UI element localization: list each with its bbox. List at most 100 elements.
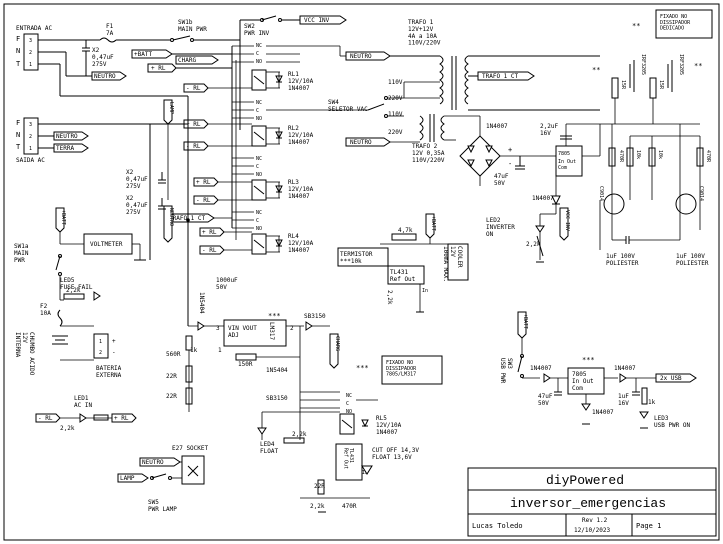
battery-ext-pin2: 2: [99, 350, 102, 356]
rl2-c: C: [256, 108, 259, 114]
osc-r3: [648, 147, 656, 167]
float-r22k: 2,2k: [310, 503, 325, 510]
osc-r1-label: 470R: [618, 150, 624, 163]
usb-d2-label: 1N4007: [614, 365, 636, 372]
usb-out-label: 2x USB: [660, 375, 682, 382]
rl-pos-label-4: + RL: [202, 229, 217, 236]
led1-rl-neg-label: - RL: [38, 415, 53, 422]
rl5-no: NO: [346, 409, 352, 415]
title-block: diyPowered inversor_emergencias Lucas To…: [467, 467, 717, 537]
ac-output-header: SAIDA AC: [16, 157, 45, 164]
heatsink-note2-stars: ***: [356, 364, 369, 372]
rl3-spec: 12V/10A: [288, 186, 314, 193]
rl4-no: NO: [256, 226, 262, 232]
sheet-border: [3, 3, 720, 541]
diode-1n4007-a: 1N4007: [532, 195, 554, 202]
trafo2-220v: 220V: [388, 129, 403, 136]
relay-rl2: NC C NO RL2 12V/10A 1N4007: [232, 100, 314, 147]
rl-neg-tag-2: [183, 141, 209, 151]
osc-q2-label: C9014: [698, 186, 704, 201]
socket-lamp-tag: [117, 473, 149, 483]
trafo1-110v: 110V: [388, 79, 403, 86]
battery-ext-plus: +: [112, 338, 116, 345]
rl-neg-label-3: - RL: [196, 197, 211, 204]
usb-r-label: 1k: [648, 399, 656, 406]
rl1-c: C: [256, 51, 259, 57]
net-charg-label-1: CHARG: [178, 57, 196, 64]
battery-ext-minus: -: [112, 349, 116, 356]
rl-neg-tag-3: [193, 195, 219, 205]
relay-rl3: NC C NO RL3 12V/10A 1N4007: [232, 156, 314, 201]
bridge-minus: -: [508, 160, 512, 168]
osc-r3-label: 10k: [657, 150, 663, 159]
net-charg-tag-1: [175, 55, 219, 65]
led1-rl-pos-tag: [111, 413, 137, 423]
rl-neg-label-4: - RL: [202, 247, 217, 254]
rl-pos-tag-2: [183, 119, 209, 129]
batt-tag-voltmeter: [55, 207, 65, 233]
rl-pos-tag-4: [199, 227, 225, 237]
float-r22: 22R: [314, 483, 325, 490]
usb-d1-label: 1N4007: [530, 365, 552, 372]
relay-rl5: RL5 12V/10A 1N4007: [339, 413, 402, 436]
lm317-radj: 1k: [190, 347, 198, 354]
ac-out-terra-label: TERRA: [56, 145, 74, 152]
trafo1-neutro-label: NEUTRO: [350, 53, 372, 60]
rl-neg-tag-1: [183, 83, 209, 93]
osc-r4-label: 470R: [705, 150, 711, 163]
title-revision: Rev 1.2: [582, 517, 608, 524]
rl-neg-label-1: - RL: [186, 85, 201, 92]
voltmeter-label: VOLTMETER: [90, 241, 123, 248]
net-batt-label-1: +BATT: [134, 51, 152, 58]
ac-in-pin3: 3: [29, 38, 32, 44]
lm317-name: LM317: [268, 322, 275, 340]
batt-tag-usb-label: +BATT: [522, 314, 528, 329]
lm317-1n5404-a: 1N5404: [198, 292, 205, 314]
vcc-inv-tag-vertical: [559, 207, 569, 241]
title-date: 12/10/2023: [574, 527, 611, 534]
net-rl-pos-tag-1: [147, 63, 177, 73]
thermistor-label: TERMISTOR***10k: [340, 251, 373, 265]
rl-neg-tag-4: [199, 245, 225, 255]
r-2k2-thermistor-label: 2,2k: [386, 290, 393, 305]
lm317-r150: 150R: [238, 361, 253, 368]
trafo2-neutro-tag: [345, 137, 391, 147]
fuse-f1: [99, 37, 117, 43]
vcc-inv-vertical-label: VCC INV: [564, 210, 570, 231]
rl1-no: NO: [256, 59, 262, 65]
batt-tag-usb: [517, 311, 527, 339]
ac-input-header: ENTRADA AC: [16, 25, 53, 32]
rl-neg-label-2: - RL: [186, 143, 201, 150]
float-in-label: In: [362, 470, 368, 476]
lm317-pin1: 1: [218, 347, 222, 354]
heatsink-note-stars: **: [632, 22, 640, 30]
ac-out-pin2: 2: [29, 134, 32, 140]
socket-neutro-label: NEUTRO: [142, 459, 164, 466]
title-page: Page 1: [636, 522, 661, 530]
vcc-inv-label: VCC INV: [304, 17, 330, 24]
usb-reg-stars: ***: [582, 356, 595, 364]
rl4-nc: NC: [256, 210, 262, 216]
trafo2-neutro-label: NEUTRO: [350, 139, 372, 146]
